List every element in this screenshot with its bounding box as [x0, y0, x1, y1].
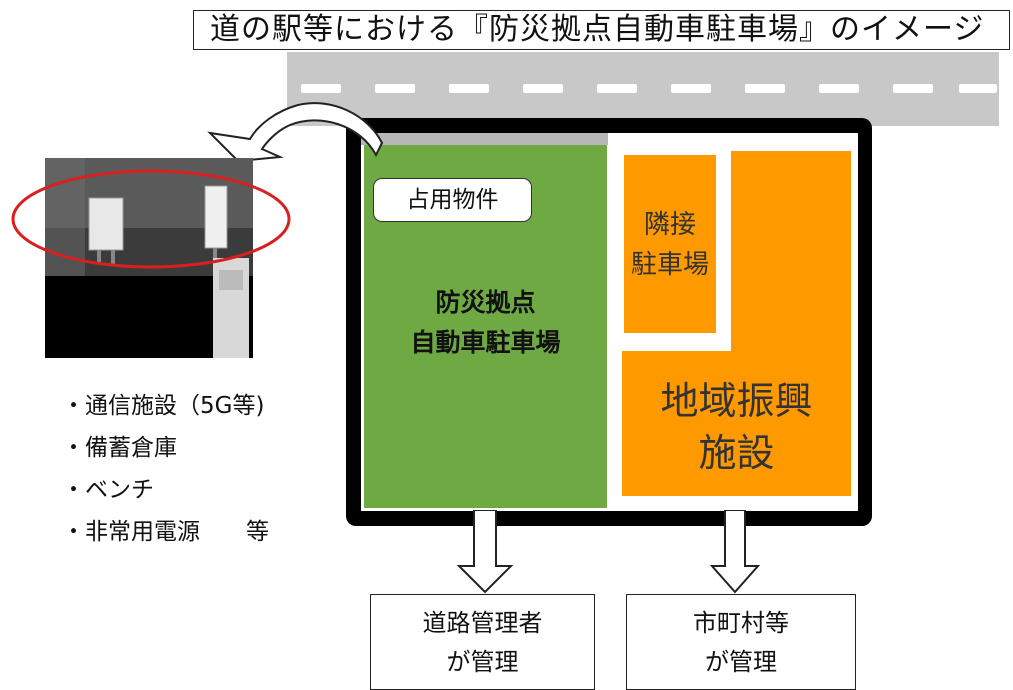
road-lane-marking — [375, 84, 415, 93]
regional-facility-area-base — [622, 351, 851, 496]
occupied-object-tag — [373, 178, 532, 222]
adjacent-parking-label: 隣接 駐車場 — [624, 204, 716, 284]
disaster-parking-label: 防災拠点 自動車駐車場 — [364, 283, 607, 363]
diagram-title: 道の駅等における『防災拠点自動車駐車場』のイメージ — [193, 10, 1010, 50]
road-lane-marking — [745, 84, 785, 93]
regional-facility-label-line2: 施設 — [698, 433, 775, 475]
road-manager-line1: 道路管理者 — [422, 609, 543, 637]
regional-facility-label: 地域振興 施設 — [622, 376, 851, 480]
occupancy-item: ・非常用電源 等 — [62, 519, 269, 545]
equipment-photo — [45, 158, 253, 358]
adjacent-parking-label-line1: 隣接 — [643, 209, 696, 239]
road-manager-box: 道路管理者 が管理 — [370, 594, 595, 690]
road-lane-marking — [819, 84, 859, 93]
curved-arrow-icon — [207, 102, 384, 163]
road-manager-line2: が管理 — [446, 648, 519, 676]
municipality-manager-box: 市町村等 が管理 — [626, 594, 856, 690]
municipality-manager-line2: が管理 — [705, 648, 777, 676]
adjacent-parking-area — [624, 155, 716, 333]
regional-facility-label-line1: 地域振興 — [660, 381, 813, 423]
adjacent-parking-label-line2: 駐車場 — [630, 249, 709, 279]
road-lane-marking — [523, 84, 563, 93]
occupancy-item: ・ベンチ — [62, 477, 154, 503]
disaster-parking-label-line2: 自動車駐車場 — [410, 328, 561, 357]
highlight-ellipse — [11, 169, 291, 269]
occupancy-item: ・備蓄倉庫 — [62, 435, 177, 461]
road-lane-marking — [301, 84, 341, 93]
road-lane-marking — [449, 84, 489, 93]
down-arrow-icon — [709, 510, 761, 594]
municipality-manager-line1: 市町村等 — [693, 609, 789, 637]
occupied-object-tag-text: 占用物件 — [406, 187, 499, 213]
telecom-equipment-image — [45, 158, 253, 358]
road-lane-marking — [959, 84, 997, 93]
disaster-parking-label-line1: 防災拠点 — [435, 288, 536, 317]
occupancy-item: ・通信施設（5G等) — [62, 393, 265, 419]
parking-edge-strip — [361, 133, 608, 145]
down-arrow-icon — [456, 510, 514, 594]
road-lane-marking — [893, 84, 933, 93]
road-lane-marking — [597, 84, 637, 93]
road-lane-marking — [671, 84, 711, 93]
